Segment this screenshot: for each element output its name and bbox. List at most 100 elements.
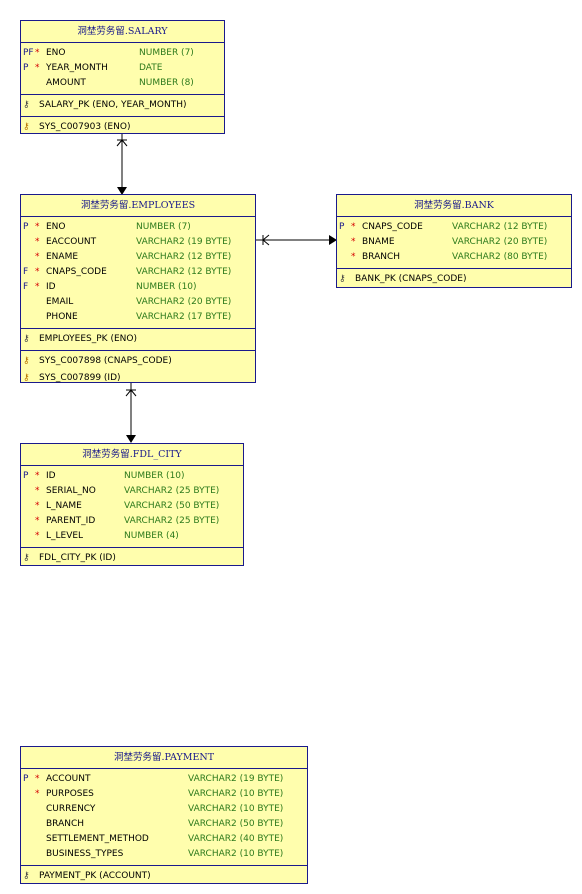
column-name: ID — [46, 471, 56, 481]
mandatory-marker: * — [35, 237, 40, 247]
column-name: ENAME — [46, 252, 79, 262]
foreign-key-icon: ⚷ — [23, 373, 30, 383]
column-name: ID — [46, 282, 56, 292]
key-icon: ⚷ — [23, 871, 30, 881]
column-key-flag: P — [23, 471, 29, 481]
columns-section: P * ID NUMBER (10) * SERIAL_NO VARCHAR2 (25 BY… — [21, 466, 243, 548]
column-key-flag: F — [23, 267, 29, 277]
entity-employees[interactable]: 洞埜劳务留.EMPLOYEES P * ENO NUMBER (7) *EACCOUNT… — [20, 194, 256, 383]
primary-key-label: FDL_CITY_PK (ID) — [39, 553, 116, 563]
column-name: ENO — [46, 222, 66, 232]
entity-title: 洞埜劳务留.BANK — [337, 195, 571, 217]
mandatory-marker: * — [35, 501, 40, 511]
mandatory-marker: * — [351, 222, 356, 232]
column-name: BRANCH — [362, 252, 401, 262]
primary-key-label: BANK_PK (CNAPS_CODE) — [355, 274, 467, 284]
column-key-flag: P — [23, 774, 29, 784]
primary-key-label: PAYMENT_PK (ACCOUNT) — [39, 871, 151, 881]
relationship-employees-fdl-city[interactable] — [125, 383, 137, 443]
column-type: VARCHAR2 (20 BYTE) — [452, 237, 548, 247]
column-type: VARCHAR2 (25 BYTE) — [124, 486, 220, 496]
column-name: L_LEVEL — [46, 531, 84, 541]
mandatory-marker: * — [35, 282, 40, 292]
primary-key-label: EMPLOYEES_PK (ENO) — [39, 334, 137, 344]
foreign-key-icon: ⚷ — [23, 122, 30, 132]
entity-title: 洞埜劳务留.SALARY — [21, 21, 224, 43]
column-type: NUMBER (7) — [139, 48, 194, 58]
foreign-key-label: SYS_C007898 (CNAPS_CODE) — [39, 356, 172, 366]
foreign-key-label: SYS_C007899 (ID) — [39, 373, 121, 383]
column-type: VARCHAR2 (12 BYTE) — [136, 252, 232, 262]
column-type: NUMBER (7) — [136, 222, 191, 232]
column-name: EMAIL — [46, 297, 74, 307]
mandatory-marker: * — [35, 48, 40, 58]
mandatory-marker: * — [35, 774, 40, 784]
column-type: NUMBER (4) — [124, 531, 179, 541]
primary-key-section: ⚷FDL_CITY_PK (ID) — [21, 548, 243, 569]
column-key-flag: P — [339, 222, 345, 232]
foreign-key-section: ⚷SYS_C007903 (ENO) — [21, 117, 224, 138]
column-type: VARCHAR2 (12 BYTE) — [136, 267, 232, 277]
column-name: ENO — [46, 48, 66, 58]
column-name: BUSINESS_TYPES — [46, 849, 124, 859]
entity-title: 洞埜劳务留.PAYMENT — [21, 747, 307, 769]
column-type: NUMBER (10) — [124, 471, 185, 481]
column-type: DATE — [139, 63, 163, 73]
column-key-flag: P — [23, 222, 29, 232]
column-name: BRANCH — [46, 819, 85, 829]
primary-key-row: ⚷EMPLOYEES_PK (ENO) — [21, 332, 255, 347]
primary-key-section: ⚷ PAYMENT_PK (ACCOUNT) — [21, 866, 307, 887]
column-name: SERIAL_NO — [46, 486, 96, 496]
mandatory-marker: * — [35, 471, 40, 481]
primary-key-row: ⚷ PAYMENT_PK (ACCOUNT) — [21, 869, 307, 884]
column-name: AMOUNT — [46, 78, 86, 88]
column-name: CNAPS_CODE — [46, 267, 107, 277]
column-type: VARCHAR2 (19 BYTE) — [188, 774, 284, 784]
relationship-employees-bank[interactable] — [256, 234, 337, 246]
column-key-flag: PF — [23, 48, 34, 58]
column-name: PURPOSES — [46, 789, 94, 799]
entity-fdl-city[interactable]: 洞埜劳务留.FDL_CITY P * ID NUMBER (10) * SERIAL_NO… — [20, 443, 244, 566]
column-type: VARCHAR2 (10 BYTE) — [188, 804, 284, 814]
column-row: AMOUNT NUMBER (8) — [21, 76, 224, 91]
key-icon: ⚷ — [23, 100, 30, 110]
column-name: BNAME — [362, 237, 395, 247]
mandatory-marker: * — [35, 516, 40, 526]
primary-key-row: ⚷SALARY_PK (ENO, YEAR_MONTH) — [21, 98, 224, 113]
relationship-salary-employees[interactable] — [116, 133, 128, 195]
mandatory-marker: * — [35, 222, 40, 232]
primary-key-row: ⚷BANK_PK (CNAPS_CODE) — [337, 272, 571, 287]
mandatory-marker: * — [35, 486, 40, 496]
column-name: CNAPS_CODE — [362, 222, 423, 232]
foreign-key-row: ⚷SYS_C007898 (CNAPS_CODE) — [21, 354, 255, 369]
column-row: * SERIAL_NO VARCHAR2 (25 BYTE) — [21, 484, 243, 499]
entity-title: 洞埜劳务留.EMPLOYEES — [21, 195, 255, 217]
column-name: SETTLEMENT_METHOD — [46, 834, 149, 844]
column-type: NUMBER (8) — [139, 78, 194, 88]
entity-title: 洞埜劳务留.FDL_CITY — [21, 444, 243, 466]
column-type: VARCHAR2 (17 BYTE) — [136, 312, 232, 322]
primary-key-section: ⚷EMPLOYEES_PK (ENO) — [21, 329, 255, 351]
column-type: VARCHAR2 (80 BYTE) — [452, 252, 548, 262]
primary-key-section: ⚷SALARY_PK (ENO, YEAR_MONTH) — [21, 95, 224, 117]
entity-salary[interactable]: 洞埜劳务留.SALARY PF* ENO NUMBER (7) P*YEAR_MONT… — [20, 20, 225, 134]
column-type: NUMBER (10) — [136, 282, 197, 292]
